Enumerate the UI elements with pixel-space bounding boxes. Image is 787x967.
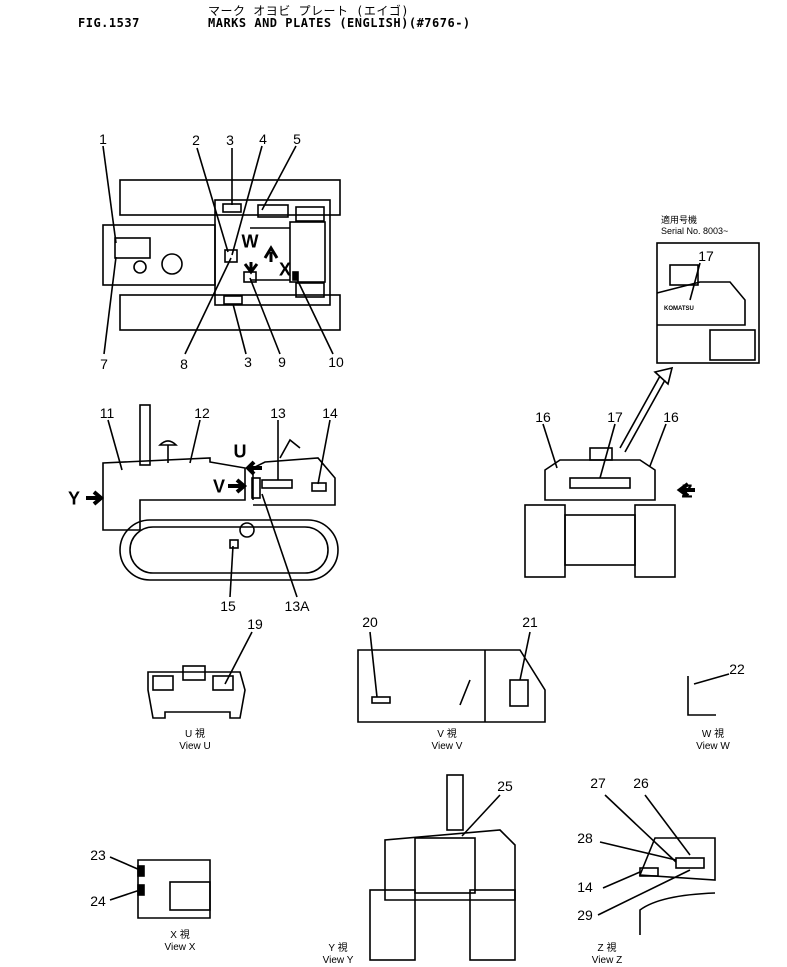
callout-3: 3 bbox=[226, 132, 234, 148]
view-w-drawing bbox=[687, 673, 730, 716]
callout-13a: 13A bbox=[284, 598, 310, 614]
figure-number: FIG.1537 bbox=[78, 16, 140, 30]
rear-view bbox=[524, 366, 695, 578]
title-english: MARKS AND PLATES (ENGLISH)(#7676-) bbox=[208, 16, 471, 30]
y-arrow-letter: Y bbox=[67, 488, 81, 509]
callout-19: 19 bbox=[247, 616, 263, 632]
callout-14-z: 14 bbox=[577, 879, 593, 895]
callout-26: 26 bbox=[633, 775, 649, 791]
u-arrow-letter: U bbox=[233, 441, 247, 462]
callout-21: 21 bbox=[522, 614, 538, 630]
view-y-drawing bbox=[369, 774, 516, 961]
view-u-drawing bbox=[147, 631, 253, 719]
komatsu-plate-text: KOMATSU bbox=[664, 306, 694, 312]
callout-9: 9 bbox=[278, 354, 286, 370]
callout-2: 2 bbox=[192, 132, 200, 148]
side-view bbox=[86, 404, 339, 598]
callout-12: 12 bbox=[194, 405, 210, 421]
callout-17: 17 bbox=[607, 409, 623, 425]
serial-inset bbox=[656, 242, 760, 364]
v-arrow-letter: V bbox=[212, 476, 226, 497]
callout-16-left: 16 bbox=[535, 409, 551, 425]
title-japanese: マーク オヨビ プレート (エイゴ) bbox=[208, 4, 410, 18]
callout-10: 10 bbox=[328, 354, 344, 370]
z-arrow-letter: Z bbox=[681, 481, 693, 502]
view-v-drawing bbox=[357, 631, 546, 723]
callout-20: 20 bbox=[362, 614, 378, 630]
callout-25: 25 bbox=[497, 778, 513, 794]
callout-15: 15 bbox=[220, 598, 236, 614]
callout-24: 24 bbox=[90, 893, 106, 909]
serial-note-en: Serial No. 8003~ bbox=[661, 226, 729, 236]
callout-29: 29 bbox=[577, 907, 593, 923]
view-x-drawing bbox=[109, 856, 211, 919]
callout-4: 4 bbox=[259, 131, 267, 147]
callout-3-lower: 3 bbox=[244, 354, 252, 370]
callout-7: 7 bbox=[100, 356, 108, 372]
x-direction-letter: X bbox=[278, 259, 292, 280]
callout-8: 8 bbox=[180, 356, 188, 372]
view-z-drawing bbox=[597, 794, 716, 935]
callout-11: 11 bbox=[99, 405, 115, 421]
callout-13: 13 bbox=[270, 405, 286, 421]
callout-23: 23 bbox=[90, 847, 106, 863]
w-direction-letter: W bbox=[241, 231, 259, 252]
callout-27: 27 bbox=[590, 775, 606, 791]
callout-14: 14 bbox=[322, 405, 338, 421]
callout-17-inset: 17 bbox=[698, 248, 714, 264]
callout-22: 22 bbox=[729, 661, 745, 677]
top-view bbox=[102, 145, 341, 355]
callout-28: 28 bbox=[577, 830, 593, 846]
callout-5: 5 bbox=[293, 131, 301, 147]
serial-note-jp: 適用号機 bbox=[661, 215, 698, 225]
callout-1: 1 bbox=[99, 131, 107, 147]
callout-16-right: 16 bbox=[663, 409, 679, 425]
